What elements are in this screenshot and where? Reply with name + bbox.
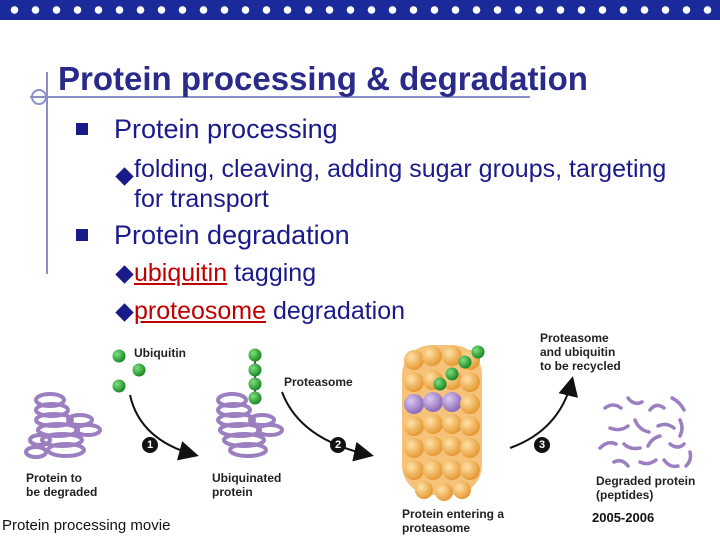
bullet-protein-degradation: Protein degradation <box>76 220 350 251</box>
slide-title: Protein processing & degradation <box>58 60 588 97</box>
sub-bullet-folding: folding, cleaving, adding sugar groups, … <box>134 155 667 213</box>
ubiquinated-protein-coil <box>216 392 284 458</box>
arrow-step-3 <box>509 376 578 449</box>
ubiquitin-molecules <box>112 349 146 393</box>
label-proteasome: Proteasome <box>284 375 353 389</box>
decor-horizontal-line <box>30 96 530 98</box>
step-1-badge: 1 <box>142 437 158 453</box>
label-ubiquitin: Ubiquitin <box>134 346 186 360</box>
label-recycled: Proteasome and ubiquitin to be recycled <box>540 331 621 373</box>
arrow-step-2 <box>281 391 374 462</box>
square-bullet-icon <box>76 229 88 241</box>
decor-vertical-line <box>46 72 48 274</box>
ubiquitin-on-proteasome <box>433 345 485 391</box>
sub-bullet-ubiquitin: ubiquitin tagging <box>134 259 317 287</box>
bullet-protein-processing: Protein processing <box>76 114 338 145</box>
step-2-badge: 2 <box>330 437 346 453</box>
label-degraded-protein: Degraded protein (peptides) <box>596 474 696 502</box>
ubiquitin-link[interactable]: ubiquitin <box>134 259 228 287</box>
ubiquitin-chain <box>248 348 262 405</box>
label-protein-to-degrade: Protein to be degraded <box>26 471 98 499</box>
arrow-step-1 <box>129 394 199 461</box>
peptide-fragments <box>598 396 693 469</box>
proteasome-barrel <box>402 345 482 501</box>
square-bullet-icon <box>76 123 88 135</box>
protein-processing-movie-link[interactable]: Protein processing movie <box>2 517 171 534</box>
step-3-badge: 3 <box>534 437 550 453</box>
proteosome-link[interactable]: proteosome <box>134 297 267 325</box>
protein-coil <box>24 392 102 459</box>
label-entering-proteasome: Protein entering a proteasome <box>402 507 505 535</box>
year-label: 2005-2006 <box>592 510 655 525</box>
crosshair-icon <box>31 89 47 105</box>
sub-bullet-proteosome: proteosome degradation <box>134 297 406 325</box>
top-banner <box>0 0 720 20</box>
banner-dots <box>0 0 720 20</box>
label-ubiquinated-protein: Ubiquinated protein <box>212 471 282 499</box>
